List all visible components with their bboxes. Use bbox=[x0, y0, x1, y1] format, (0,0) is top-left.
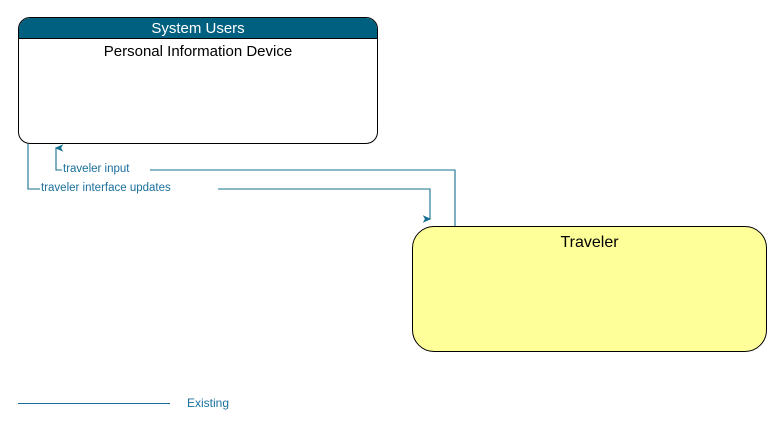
node-traveler[interactable]: Traveler bbox=[412, 226, 767, 352]
legend: Existing bbox=[0, 390, 783, 420]
node-system-users-title: Personal Information Device bbox=[103, 43, 293, 60]
legend-line-existing bbox=[18, 403, 170, 404]
flow-line-traveler-input bbox=[54, 144, 456, 226]
node-system-users-header: System Users bbox=[19, 18, 377, 39]
legend-label-existing: Existing bbox=[187, 396, 230, 410]
flow-line-traveler-interface-updates bbox=[27, 144, 432, 223]
flow-label-traveler-input: traveler input bbox=[63, 163, 130, 175]
node-traveler-title: Traveler bbox=[560, 234, 619, 251]
flow-label-traveler-interface-updates: traveler interface updates bbox=[41, 182, 171, 194]
node-system-users[interactable]: System Users Personal Information Device bbox=[18, 17, 378, 144]
